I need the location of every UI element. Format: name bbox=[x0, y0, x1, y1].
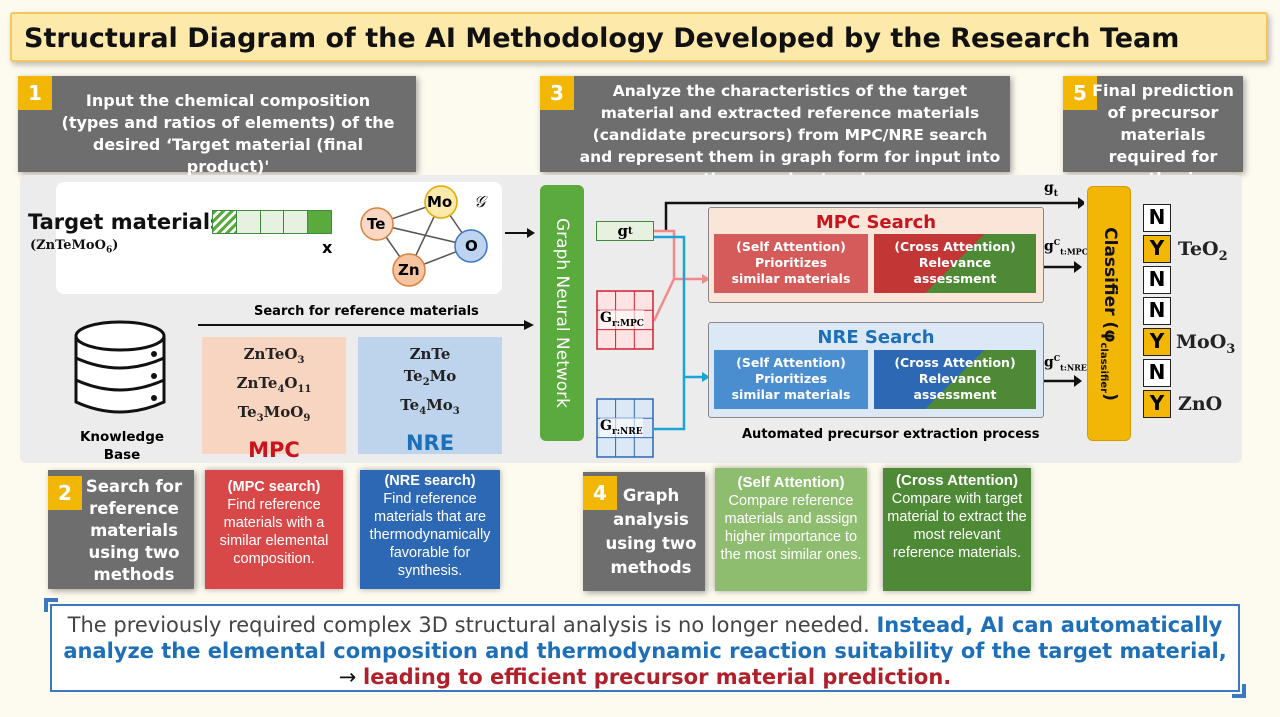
node-o bbox=[454, 229, 488, 263]
mpc-desc-title: (MPC search) bbox=[227, 479, 321, 495]
yn-5: Y bbox=[1143, 328, 1171, 356]
step-5-box: 5 Final prediction of precursor material… bbox=[1063, 76, 1243, 188]
yn-6: N bbox=[1143, 359, 1171, 387]
mpc-item-2: ZnTe4O11 bbox=[236, 374, 312, 395]
corner-br bbox=[1232, 684, 1246, 698]
summary-arrow: → bbox=[338, 665, 364, 689]
page-title: Structural Diagram of the AI Methodology… bbox=[24, 23, 1180, 54]
yn-2: Y bbox=[1143, 235, 1171, 263]
out-mpc-arrow bbox=[1044, 261, 1082, 273]
step-2-text: Search for reference materials using two… bbox=[85, 477, 183, 584]
self-desc-title: (Self Attention) bbox=[737, 474, 845, 491]
g-nre-label: Gr:NRE bbox=[600, 418, 643, 437]
gnn-label: Graph Neural Network bbox=[552, 217, 572, 409]
out-mpc-label: gCt:MPC bbox=[1044, 237, 1089, 257]
nre-cross-attention: (Cross Attention) Relevance assessment bbox=[874, 350, 1036, 409]
x-label: x bbox=[322, 238, 333, 257]
pred-teo2: TeO2 bbox=[1178, 238, 1228, 264]
yn-3: N bbox=[1143, 266, 1171, 294]
mpc-self-attention: (Self Attention) Prioritizes similar mat… bbox=[714, 234, 868, 293]
cross-attention-desc: (Cross Attention) Compare with target ma… bbox=[883, 468, 1031, 591]
target-label: Target materials bbox=[28, 210, 223, 234]
node-o-label: O bbox=[465, 237, 478, 255]
arrow-to-gnn bbox=[505, 228, 535, 238]
database-icon bbox=[74, 320, 166, 414]
nre-self-attention: (Self Attention) Prioritizes similar mat… bbox=[714, 350, 868, 409]
mpc-box: ZnTeO3 ZnTe4O11 Te3MoO9 MPC bbox=[202, 337, 346, 462]
yn-1: N bbox=[1143, 204, 1171, 232]
nre-item-1: ZnTe bbox=[409, 345, 451, 363]
step-1-number: 1 bbox=[18, 76, 52, 110]
target-formula: (ZnTeMoO6) bbox=[30, 238, 119, 256]
classifier-label: Classifier (φclassifier) bbox=[1097, 226, 1121, 401]
node-mo-label: Mo bbox=[427, 193, 453, 211]
nre-box: ZnTe Te2Mo Te4Mo3 NRE bbox=[358, 337, 502, 455]
nre-item-2: Te2Mo bbox=[403, 367, 457, 388]
nre-search-title: NRE Search bbox=[817, 327, 935, 348]
cross-desc-title: (Cross Attention) bbox=[896, 472, 1018, 489]
mpc-search-title: MPC Search bbox=[815, 212, 937, 233]
out-nre-label: gCt:NRE bbox=[1044, 353, 1087, 373]
yn-4: N bbox=[1143, 297, 1171, 325]
graph-symbol: 𝒢 bbox=[474, 192, 486, 211]
molecule-graph bbox=[360, 185, 488, 287]
step-3-text: Analyze the characteristics of the targe… bbox=[579, 82, 1001, 188]
step-4-text: Graph analysis using two methods bbox=[605, 486, 697, 577]
classifier-bar: Classifier (φclassifier) bbox=[1087, 186, 1131, 441]
corner-tl bbox=[44, 598, 58, 612]
self-attention-desc: (Self Attention) Compare reference mater… bbox=[715, 468, 867, 591]
knowledge-base-label: Knowledge Base bbox=[79, 429, 165, 463]
node-te-label: Te bbox=[367, 215, 386, 233]
nre-desc-title: (NRE search) bbox=[384, 473, 476, 489]
node-zn bbox=[392, 253, 426, 287]
node-zn-label: Zn bbox=[398, 261, 420, 279]
gnn-bar: Graph Neural Network bbox=[540, 185, 584, 441]
step-3-number: 3 bbox=[540, 76, 574, 110]
nre-search-desc: (NRE search) Find reference materials th… bbox=[360, 470, 500, 589]
nre-desc-body: Find reference materials that are thermo… bbox=[369, 491, 491, 579]
node-mo bbox=[424, 185, 458, 219]
step-4-box: 4 Graph analysis using two methods bbox=[583, 472, 705, 591]
title-bar: Structural Diagram of the AI Methodology… bbox=[10, 12, 1268, 62]
self-desc-body: Compare reference materials and assign h… bbox=[720, 493, 862, 563]
auto-extraction-label: Automated precursor extraction process bbox=[742, 427, 1040, 442]
mpc-item-1: ZnTeO3 bbox=[243, 345, 305, 366]
mpc-cross-attention: (Cross Attention) Relevance assessment bbox=[874, 234, 1036, 293]
step-3-box: 3 Analyze the characteristics of the tar… bbox=[540, 76, 1010, 188]
summary-part-2: Instead, AI can automatically analyze th… bbox=[63, 613, 1227, 663]
mpc-item-3: Te3MoO9 bbox=[237, 403, 311, 424]
out-nre-arrow bbox=[1044, 375, 1082, 387]
step-4-number: 4 bbox=[583, 476, 617, 510]
summary-part-1: The previously required complex 3D struc… bbox=[67, 613, 877, 637]
mpc-label: MPC bbox=[248, 438, 300, 462]
search-arrow bbox=[198, 320, 534, 330]
nre-item-3: Te4Mo3 bbox=[400, 396, 460, 417]
connector-arrows bbox=[654, 197, 1084, 431]
summary-box: The previously required complex 3D struc… bbox=[50, 604, 1240, 692]
mpc-search-desc: (MPC search) Find reference materials wi… bbox=[205, 470, 343, 589]
yn-7: Y bbox=[1143, 390, 1171, 418]
node-te bbox=[360, 207, 394, 241]
nre-label: NRE bbox=[405, 431, 455, 455]
step-5-number: 5 bbox=[1063, 76, 1097, 110]
cross-desc-body: Compare with target material to extract … bbox=[887, 491, 1027, 561]
step-5-text: Final prediction of precursor materials … bbox=[1092, 81, 1234, 188]
pred-zno: ZnO bbox=[1178, 393, 1223, 415]
step-1-text: Input the chemical composition (types an… bbox=[61, 91, 395, 176]
summary-part-3: leading to efficient precursor material … bbox=[363, 665, 952, 689]
step-1-box: 1 Input the chemical composition (types … bbox=[18, 76, 416, 176]
g-mpc-label: Gr:MPC bbox=[600, 310, 644, 329]
step-2-box: 2 Search for reference materials using t… bbox=[48, 470, 194, 589]
feature-vector bbox=[212, 210, 332, 234]
pred-moo3: MoO3 bbox=[1176, 331, 1236, 357]
mpc-desc-body: Find reference materials with a similar … bbox=[219, 497, 329, 567]
out-gt-label: gt bbox=[1044, 180, 1058, 199]
search-label: Search for reference materials bbox=[254, 304, 479, 319]
step-2-number: 2 bbox=[48, 476, 82, 510]
